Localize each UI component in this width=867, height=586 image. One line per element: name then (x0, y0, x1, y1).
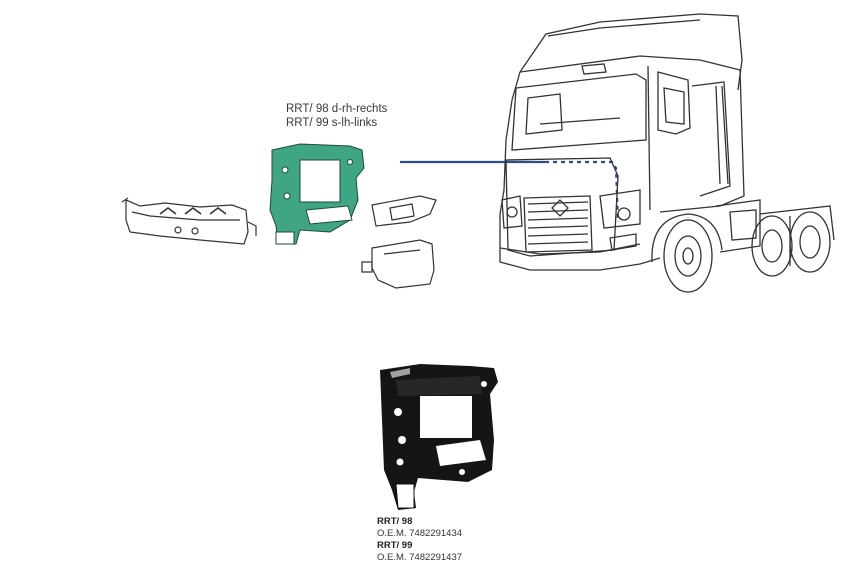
part-code-rrt98: RRT/ 98 (377, 516, 413, 527)
oem-number-rrt99: O.E.M. 7482291437 (377, 552, 463, 563)
callout-line-rh: RRT/ 98 d-rh-rechts (286, 103, 388, 115)
lower-cover-drawing (361, 239, 435, 289)
headlight-bracket-highlight (269, 143, 365, 245)
headlight-cover-drawing (371, 195, 437, 227)
leader-line (400, 160, 620, 223)
oem-number-rrt98: O.E.M. 7482291434 (377, 528, 463, 539)
headlight-bracket-photo (380, 364, 498, 510)
callout-line-lh: RRT/ 99 s-lh-links (286, 117, 378, 129)
part-caption: RRT/ 98 O.E.M. 7482291434 RRT/ 99 O.E.M.… (377, 516, 462, 564)
part-callout: RRT/ 98 d-rh-rechts RRT/ 99 s-lh-links (286, 102, 387, 130)
part-code-rrt99: RRT/ 99 (377, 540, 413, 551)
grille-panel-drawing (121, 197, 257, 245)
truck-drawing (499, 13, 835, 293)
